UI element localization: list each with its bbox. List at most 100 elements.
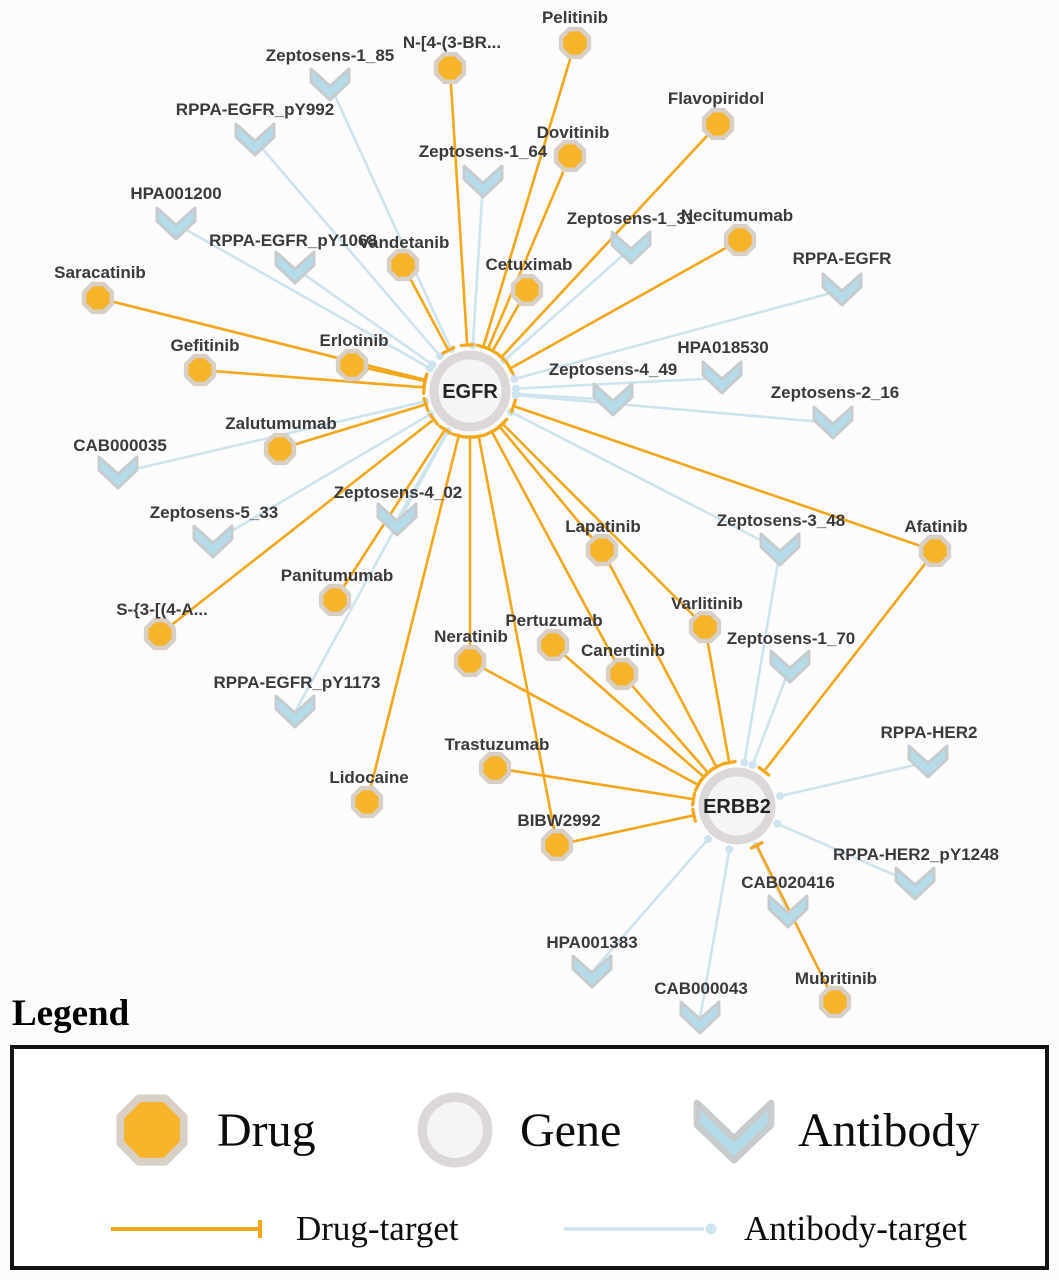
drug-node-icon [116,1094,188,1166]
antibody-target-edge-hpa018530-egfr [511,376,723,393]
antibody-label-zeptosens-1-64: Zeptosens-1_64 [419,142,548,161]
drug-edges [97,42,937,1003]
antibody-node-cab000043 [679,1000,721,1035]
drug-node-flavopiridol [701,107,735,141]
drug-label-panitumumab: Panitumumab [281,566,393,585]
legend-item-gene: Gene [412,1087,621,1173]
drug-node-saracatinib [81,281,115,315]
drug-target-edge-afatinib-erbb2 [757,550,937,777]
drug-node-panitumumab [318,583,352,617]
antibody-label-zeptosens-1-31: Zeptosens-1_31 [567,209,696,228]
drug-octagon-icon [688,610,722,644]
antibody-node-zeptosens-1-70 [769,649,811,684]
legend-drug-target-label: Drug-target [296,1209,459,1248]
antibody-node-rppa-egfr-py1173 [274,694,316,729]
drug-node-afatinib [918,534,952,568]
legend-item-drug-target: Drug-target [109,1209,459,1249]
gene-label-erbb2: ERBB2 [703,796,771,818]
drug-node-vandetanib [386,248,420,282]
antibody-node-hpa018530 [701,360,743,395]
drug-octagon-icon [183,353,217,387]
drug-target-edge-s3-4a-egfr [159,413,440,636]
antibody-label-hpa001383: HPA001383 [546,933,637,952]
antibody-target-edge-hpa001383-erbb2 [591,835,713,973]
drug-node-n4-3br [433,51,467,85]
drug-node-varlitinib [688,610,722,644]
drug-target-edge-canertinib-erbb2 [621,673,715,779]
drug-octagon-icon [510,273,544,307]
antibody-node-cab020416 [767,894,809,929]
antibody-chevron-icon [769,649,811,684]
antibody-node-zeptosens-4-49 [592,382,634,417]
drug-octagon-icon [701,107,735,141]
gene-node-icon [417,1092,493,1168]
drug-node-necitumumab [723,223,757,257]
antibody-target-edge-zeptosens-1-85-egfr [328,84,455,354]
drug-octagon-icon [536,628,570,662]
drug-label-mubritinib: Mubritinib [795,969,877,988]
antibody-target-edge-rppa-egfr-py1068-egfr [294,266,437,369]
drug-node-erlotinib [335,348,369,382]
antibody-label-zeptosens-1-85: Zeptosens-1_85 [266,46,395,65]
antibody-chevron-icon [701,360,743,395]
antibody-chevron-icon [234,122,276,157]
antibody-node-zeptosens-1-64 [462,164,504,199]
antibody-label-zeptosens-4-49: Zeptosens-4_49 [549,360,678,379]
antibody-label-rppa-egfr-py1173: RPPA-EGFR_pY1173 [214,673,381,692]
drug-label-cetuximab: Cetuximab [486,255,573,274]
antibody-label-cab000035: CAB000035 [73,436,167,455]
antibody-label-hpa018530: HPA018530 [677,338,768,357]
drug-label-zalutumumab: Zalutumumab [225,414,336,433]
drug-label-afatinib: Afatinib [904,517,967,536]
drug-label-flavopiridol: Flavopiridol [668,89,764,108]
antibody-target-edge-icon [564,1223,717,1235]
legend-box: Drug Gene Antibody Drug-target [10,1045,1049,1270]
antibody-node-zeptosens-2-16 [812,405,854,440]
gene-circle-icon [698,767,776,845]
legend-gene-label: Gene [520,1103,622,1157]
drug-octagon-icon [818,985,852,1019]
gene-circle-icon [429,350,511,432]
antibody-chevron-icon [274,250,316,285]
antibody-label-zeptosens-3-48: Zeptosens-3_48 [717,511,846,530]
drug-label-dovitinib: Dovitinib [537,123,610,142]
drug-target-edge-mubritinib-erbb2 [749,841,837,1003]
nodes [81,26,952,1035]
drug-label-s3-4a: S-{3-[(4-A... [116,600,208,619]
drug-target-edge-n4-3br-egfr [448,67,475,348]
antibody-node-rppa-egfr-py992 [234,122,276,157]
drug-node-gefitinib [183,353,217,387]
antibody-label-rppa-her2: RPPA-HER2 [881,723,978,742]
gene-label-egfr: EGFR [442,381,498,403]
antibody-node-rppa-egfr-py1068 [274,250,316,285]
drug-node-lidocaine [350,785,384,819]
legend-antibody-label: Antibody [798,1103,980,1157]
antibody-chevron-icon [462,164,504,199]
antibody-chevron-icon [907,744,949,779]
drug-label-pertuzumab: Pertuzumab [505,611,602,630]
drug-node-neratinib [453,644,487,678]
drug-octagon-icon [605,657,639,691]
antibody-chevron-icon [821,272,863,307]
drug-label-vandetanib: Vandetanib [359,233,450,252]
antibody-chevron-icon [894,866,936,901]
antibody-label-rppa-egfr-py1068: RPPA-EGFR_pY1068 [209,231,377,250]
drug-label-lapatinib: Lapatinib [565,517,641,536]
antibody-node-zeptosens-1-31 [610,230,652,265]
antibody-node-hpa001383 [571,954,613,989]
drug-octagon-icon [318,583,352,617]
legend-item-antibody-target: Antibody-target [562,1209,967,1249]
drug-target-edge-varlitinib-egfr [496,417,706,628]
drug-target-edge-necitumumab-egfr [505,238,741,376]
antibody-chevron-icon [592,382,634,417]
legend-antibody-target-label: Antibody-target [744,1209,967,1248]
legend-drug-label: Drug [217,1103,316,1157]
drug-octagon-icon [453,644,487,678]
drug-node-pelitinib [558,26,592,60]
antibody-target-edge-zeptosens-2-16-egfr [511,391,834,425]
drug-octagon-icon [540,828,574,862]
antibody-target-edge-cab000043-erbb2 [698,845,734,1019]
antibody-chevron-icon [97,455,139,490]
drug-label-pelitinib: Pelitinib [542,8,608,27]
drug-octagon-icon [558,26,592,60]
